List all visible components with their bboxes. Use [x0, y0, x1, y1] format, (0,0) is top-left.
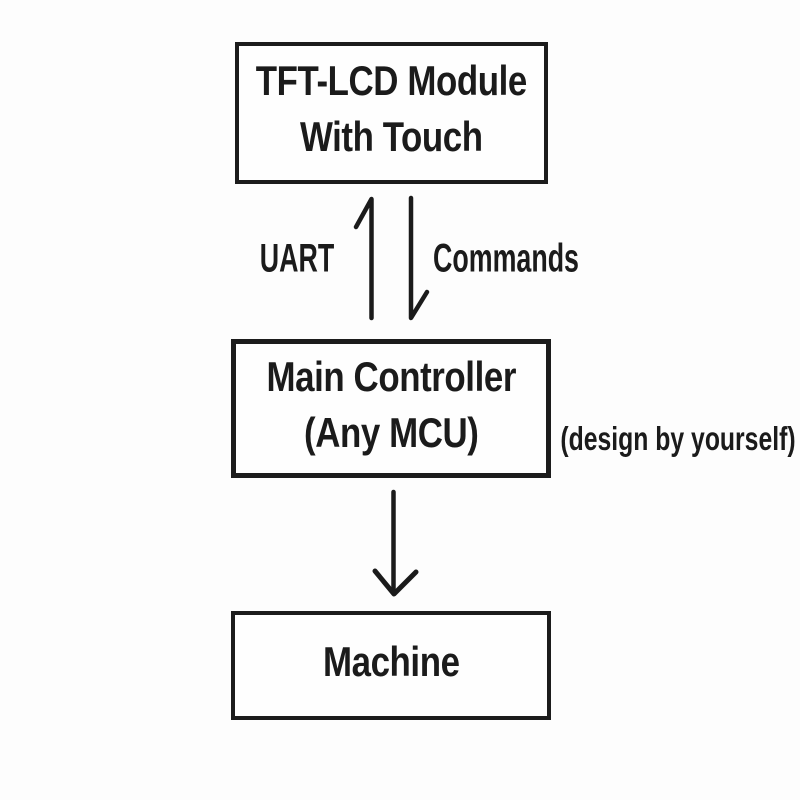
edge-label-commands: Commands	[433, 236, 579, 281]
edge-label-uart: UART	[259, 236, 335, 281]
node-machine: Machine	[231, 611, 551, 720]
node-tft-lcd-module-line1: TFT-LCD Module	[255, 57, 528, 104]
uart-up-arrow	[353, 196, 374, 321]
node-main-controller-label: Main Controller (Any MCU)	[266, 349, 516, 461]
node-machine-line1: Machine	[322, 637, 460, 685]
node-main-controller: Main Controller (Any MCU)	[231, 339, 551, 478]
node-tft-lcd-module-line2: With Touch	[300, 113, 483, 160]
node-main-controller-line1: Main Controller	[266, 352, 516, 400]
node-machine-label: Machine	[323, 634, 460, 690]
annotation-design-by-yourself: (design by yourself)	[560, 420, 796, 457]
mcu-to-machine-arrow-head	[372, 568, 419, 597]
commands-down-arrow	[408, 195, 430, 321]
node-main-controller-line2: (Any MCU)	[303, 408, 479, 456]
node-tft-lcd-module: TFT-LCD Module With Touch	[235, 42, 548, 184]
node-tft-lcd-module-label: TFT-LCD Module With Touch	[255, 53, 528, 165]
